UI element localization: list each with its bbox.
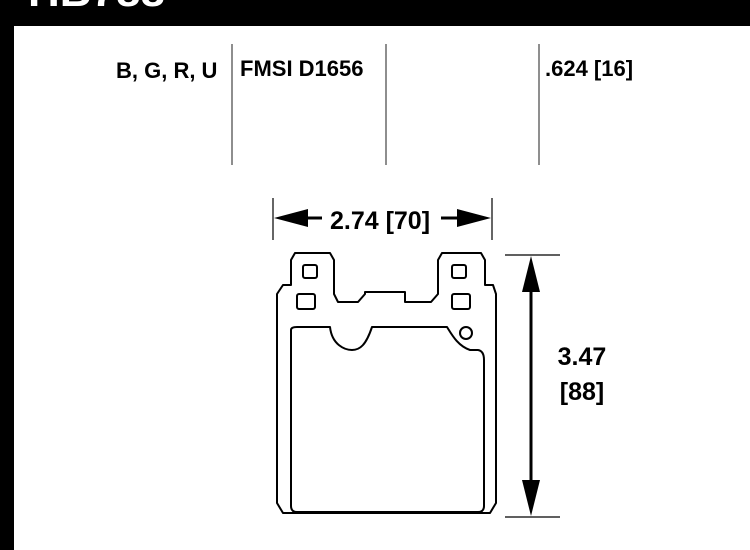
- tab-slot: [296, 293, 316, 310]
- arrowhead-left: [274, 209, 308, 227]
- fmsi-number: FMSI D1656: [240, 56, 364, 81]
- arrowhead-right: [457, 209, 491, 227]
- backing-plate-outline: [276, 252, 497, 514]
- tab-slot: [451, 293, 471, 310]
- compound-codes: B, G, R, U: [116, 58, 217, 83]
- arrowhead-bottom: [522, 480, 540, 516]
- width-dimension: [272, 198, 493, 240]
- height-label-in: 3.47: [558, 343, 607, 371]
- drawing-panel: [14, 26, 750, 550]
- height-label-mm: [88]: [560, 378, 604, 406]
- sensor-hole: [459, 326, 473, 340]
- width-label: 2.74 [70]: [330, 207, 430, 235]
- brake-pad: [276, 252, 497, 514]
- tab-slot: [451, 264, 467, 279]
- tab-slot: [302, 264, 318, 279]
- part-number: HB788: [28, 0, 165, 16]
- arrowhead-top: [522, 256, 540, 292]
- friction-material: [290, 326, 485, 513]
- height-dimension: [505, 254, 560, 518]
- pad-thickness: .624 [16]: [545, 56, 633, 81]
